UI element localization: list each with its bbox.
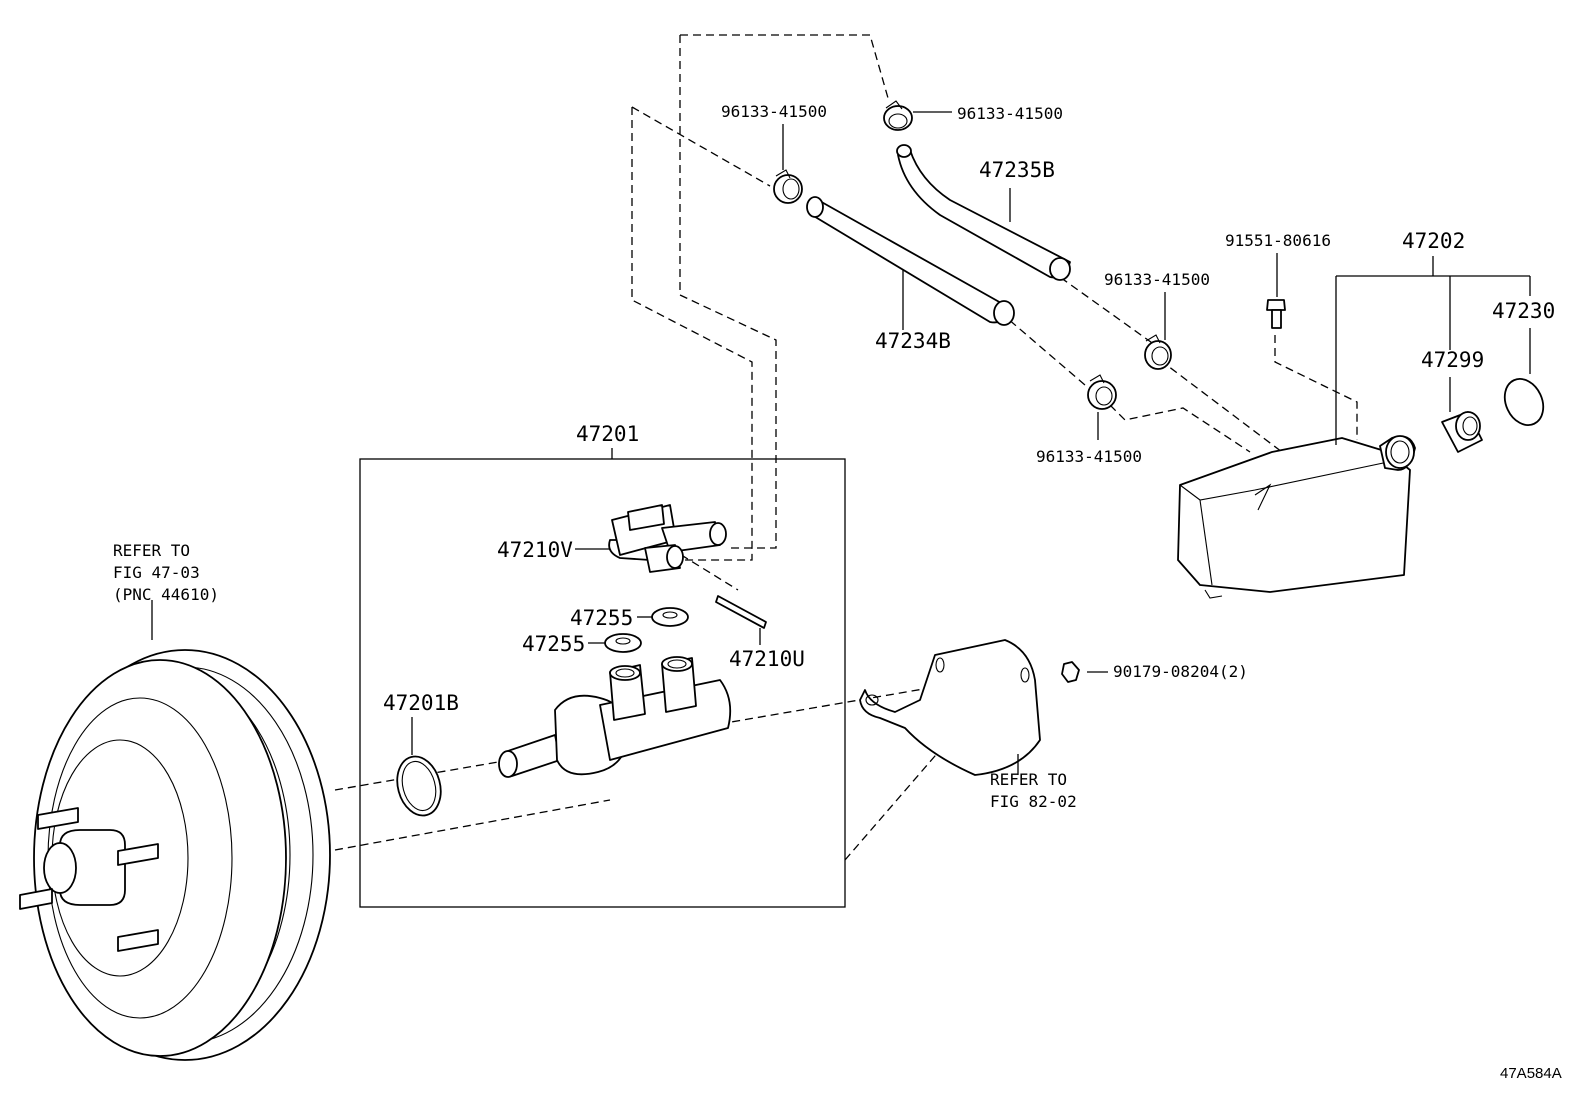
leader-lines [151,111,1531,775]
label-47255-upper: 47255 [570,606,633,630]
refer-note-bracket-line2: FIG 82-02 [990,792,1077,811]
part-labels: REFER TO FIG 47-03 (PNC 44610) 47201 472… [113,102,1562,1082]
grommet-47255-lower [604,633,642,653]
refer-note-booster-line1: REFER TO [113,541,190,560]
master-cylinder-body [498,656,732,778]
pin-47210u [715,595,767,629]
label-47235b: 47235B [979,158,1055,182]
illustration-code: 47A584A [1500,1065,1562,1082]
cap-47230 [1503,378,1545,426]
nut-90179-08204 [1061,661,1080,683]
label-47255-lower: 47255 [522,632,585,656]
label-47234b: 47234B [875,329,951,353]
label-96133-41500-a: 96133-41500 [721,102,827,121]
o-ring-47201b [396,755,442,817]
grommet-47255-upper [651,607,689,627]
union-47210v [608,504,727,573]
refer-note-booster-line2: FIG 47-03 [113,563,200,582]
label-47202: 47202 [1402,229,1465,253]
strainer-47299 [1441,411,1483,453]
hose-47234b [806,196,1015,326]
bolt-91551-80616 [1266,299,1286,329]
label-96133-41500-b: 96133-41500 [957,104,1063,123]
brake-booster [19,649,331,1061]
label-47201b: 47201B [383,691,459,715]
refer-note-booster-line3: (PNC 44610) [113,585,219,604]
clamp-lower-mid [1087,374,1117,410]
label-96133-41500-c: 96133-41500 [1104,270,1210,289]
label-47230: 47230 [1492,299,1555,323]
hose-47235b [896,144,1071,281]
reservoir-47202 [1177,435,1416,599]
refer-note-bracket-line1: REFER TO [990,770,1067,789]
label-96133-41500-d: 96133-41500 [1036,447,1142,466]
clamp-top-left [773,169,803,204]
bracket [859,639,1041,776]
label-90179-08204: 90179-08204(2) [1113,662,1248,681]
label-91551-80616: 91551-80616 [1225,231,1331,250]
label-47299: 47299 [1421,348,1484,372]
label-47210u: 47210U [729,647,805,671]
clamp-mid-right [1144,334,1172,370]
dashed-guide-lines [334,34,1358,861]
label-47210v: 47210V [497,538,573,562]
label-47201: 47201 [576,422,639,446]
clamp-top-right [883,100,913,131]
master-cylinder-box [359,458,846,908]
